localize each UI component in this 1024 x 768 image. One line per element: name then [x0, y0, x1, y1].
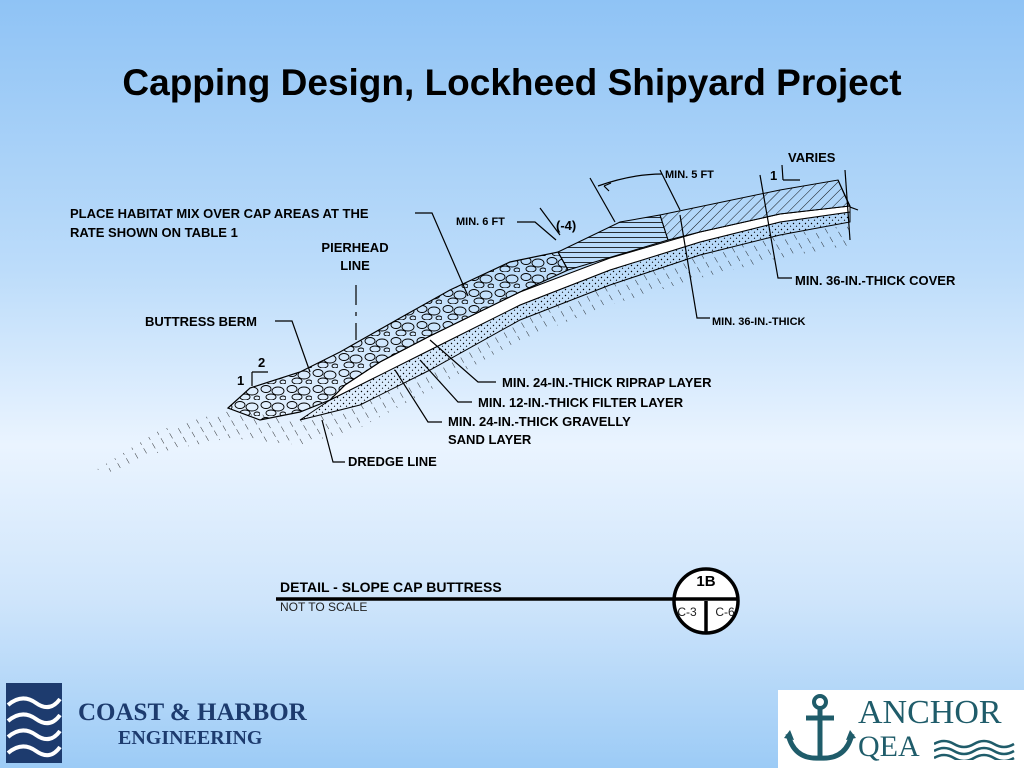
detail-title: DETAIL - SLOPE CAP BUTTRESS	[280, 579, 502, 595]
label-habitat-2: RATE SHOWN ON TABLE 1	[70, 225, 238, 240]
waves-icon	[934, 739, 1015, 760]
label-pierhead-2: LINE	[340, 258, 370, 273]
logo-left-line1: COAST & HARBOR	[78, 699, 307, 726]
leader-lines	[251, 164, 851, 463]
detail-subtitle: NOT TO SCALE	[280, 600, 367, 614]
label-buttress-berm: BUTTRESS BERM	[145, 314, 257, 329]
native-ground	[96, 225, 850, 472]
label-slope-two: 2	[258, 355, 265, 370]
top-surface	[837, 179, 859, 211]
label-slope-one-top: 1	[770, 168, 777, 183]
label-riprap: MIN. 24-IN.-THICK RIPRAP LAYER	[502, 375, 712, 390]
label-dredge-line: DREDGE LINE	[348, 454, 437, 469]
label-varies: VARIES	[788, 150, 836, 165]
label-min36-cover: MIN. 36-IN.-THICK COVER	[795, 273, 956, 288]
label-min-5ft: MIN. 5 FT	[665, 169, 714, 181]
anchor-qea-logo: ANCHOR QEA	[778, 690, 1024, 768]
slide-title: Capping Design, Lockheed Shipyard Projec…	[122, 62, 902, 103]
detail-title-block: DETAIL - SLOPE CAP BUTTRESS NOT TO SCALE…	[276, 567, 740, 635]
label-minus4: (-4)	[556, 218, 576, 233]
coast-harbor-logo: COAST & HARBOR ENGINEERING	[6, 683, 336, 763]
cover-layer	[659, 179, 851, 241]
label-pierhead-1: PIERHEAD	[321, 240, 388, 255]
detail-ref-left: C-3	[677, 605, 697, 619]
detail-id: 1B	[696, 573, 715, 590]
label-filter: MIN. 12-IN.-THICK FILTER LAYER	[478, 395, 684, 410]
logo-left-line2: ENGINEERING	[118, 727, 263, 749]
label-habitat-1: PLACE HABITAT MIX OVER CAP AREAS AT THE	[70, 206, 369, 221]
label-slope-one: 1	[237, 373, 244, 388]
logo-right-line2: QEA	[858, 730, 920, 763]
logo-right-line1: ANCHOR	[858, 694, 1002, 731]
detail-ref-right: C-6	[715, 605, 735, 619]
label-min36-thick: MIN. 36-IN.-THICK	[712, 316, 806, 328]
label-gravelly-1: MIN. 24-IN.-THICK GRAVELLY	[448, 414, 631, 429]
waves-logo-icon	[6, 683, 62, 763]
label-min-6ft: MIN. 6 FT	[456, 216, 505, 228]
label-gravelly-2: SAND LAYER	[448, 432, 532, 447]
anchor-icon	[784, 694, 856, 761]
slope-cap-diagram: VARIES MIN. 5 FT 1 MIN. 6 FT (-4) PLACE …	[70, 150, 956, 635]
